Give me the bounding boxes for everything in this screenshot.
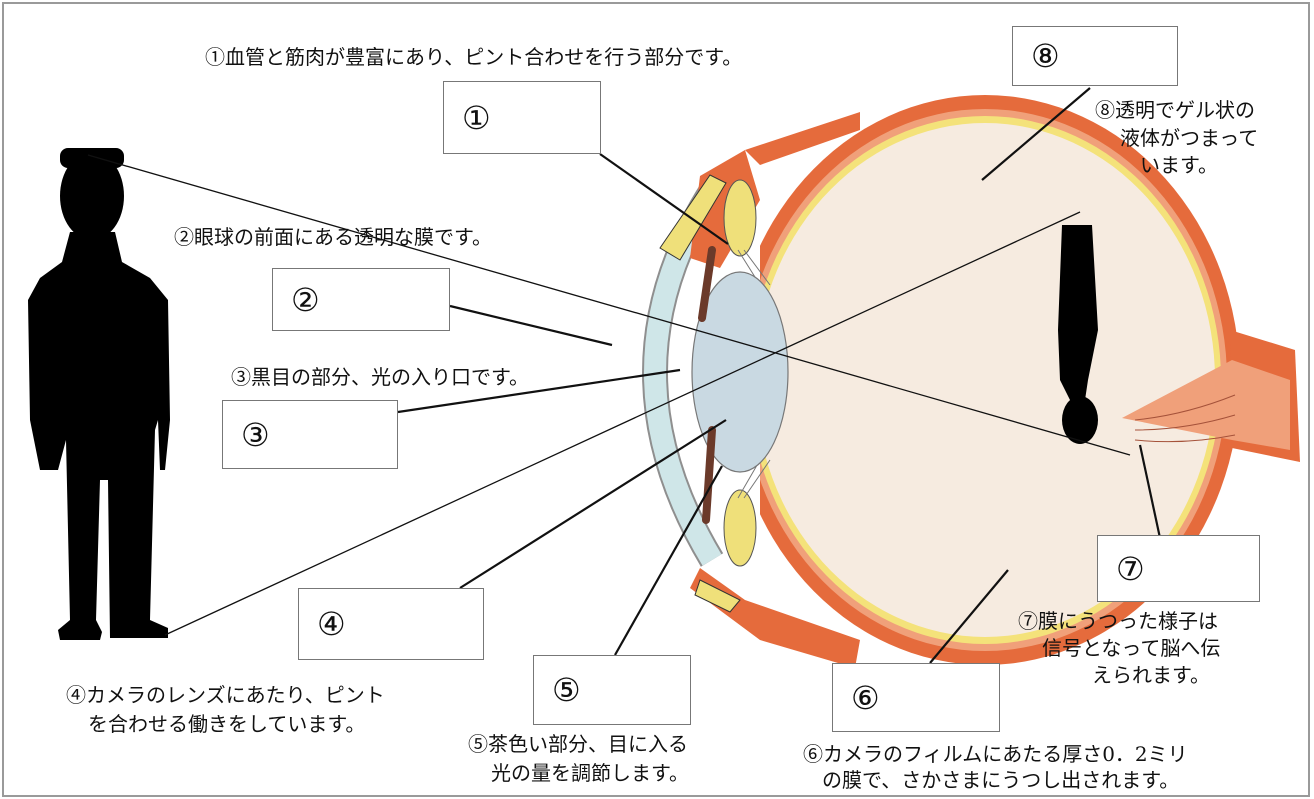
box-label-5: ⑤	[552, 671, 581, 709]
iris-bottom	[702, 426, 716, 524]
answer-box-4[interactable]: ④	[298, 588, 484, 660]
caption-1: ①血管と筋肉が豊富にあり、ピント合わせを行う部分です。	[205, 45, 743, 69]
answer-box-2[interactable]: ②	[272, 268, 450, 331]
leader-lines	[397, 87, 1162, 664]
answer-box-6[interactable]: ⑥	[832, 663, 1000, 732]
box-label-6: ⑥	[851, 678, 880, 717]
box-label-4: ④	[317, 605, 346, 643]
ciliary-body-bottom	[723, 489, 757, 567]
caption-2: ②眼球の前面にある透明な膜です。	[174, 225, 492, 249]
caption-6-line-1: ⑥カメラのフィルムにあたる厚さ0．2ミリ	[803, 742, 1188, 766]
answer-box-1[interactable]: ①	[443, 81, 601, 154]
standing-person-silhouette-icon	[28, 148, 170, 640]
answer-box-7[interactable]: ⑦	[1097, 535, 1260, 602]
caption-4-line-2: を合わせる働きをしています。	[88, 712, 366, 736]
caption-7-line-3: えられます。	[1092, 663, 1210, 687]
ciliary-body-top	[723, 179, 757, 257]
answer-box-5[interactable]: ⑤	[533, 655, 691, 725]
caption-5-line-1: ⑤茶色い部分、目に入る	[468, 732, 688, 756]
caption-4-line-1: ④カメラのレンズにあたり、ピント	[66, 683, 385, 707]
lens	[691, 271, 789, 473]
answer-box-8[interactable]: ⑧	[1012, 26, 1178, 86]
caption-7-line-2: 信号となって脳へ伝	[1042, 636, 1221, 660]
caption-7-line-1: ⑦膜にうつった様子は	[1018, 609, 1218, 633]
box-label-8: ⑧	[1031, 37, 1060, 75]
sclera-front-bottom	[690, 568, 860, 668]
light-rays	[87, 154, 1131, 636]
eyeball	[600, 95, 1300, 668]
caption-3: ③黒目の部分、光の入り口です。	[231, 365, 529, 389]
box-label-7: ⑦	[1116, 549, 1145, 588]
box-label-3: ③	[241, 415, 270, 454]
vitreous-body	[755, 123, 1215, 637]
caption-8-line-1: ⑧透明でゲル状の	[1095, 98, 1255, 122]
caption-8-line-3: います。	[1140, 153, 1218, 177]
inverted-person-image-icon	[1058, 225, 1098, 444]
caption-8-line-2: 液体がつまって	[1120, 126, 1259, 150]
caption-5-line-2: 光の量を調節します。	[491, 761, 689, 785]
box-label-1: ①	[462, 98, 491, 137]
caption-6-line-2: の膜で、さかさまにうつし出されます。	[822, 768, 1180, 792]
box-label-2: ②	[291, 280, 320, 319]
answer-box-3[interactable]: ③	[222, 400, 398, 469]
iris-top	[698, 246, 716, 322]
